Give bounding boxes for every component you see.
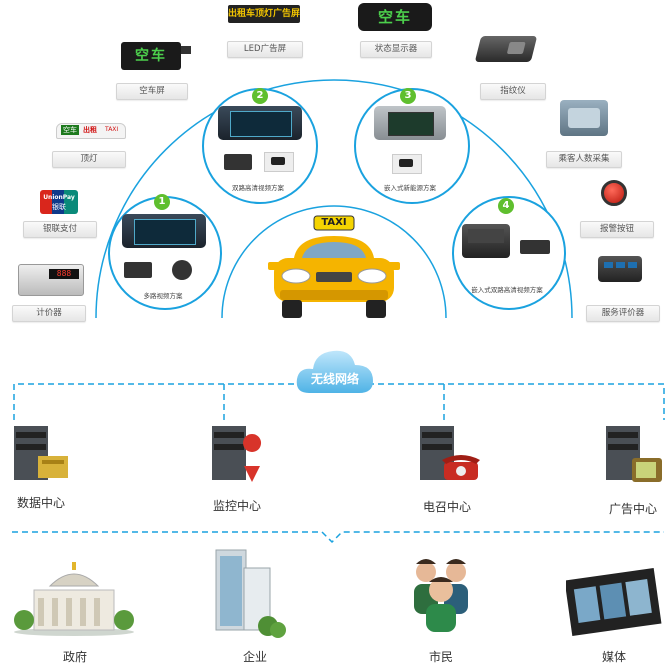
recorder-2a-icon xyxy=(224,154,252,170)
user-label-media: 媒体 xyxy=(601,650,626,664)
cloud-icon xyxy=(296,350,373,393)
solution-caption-4: 嵌入式双路高清视频方案 xyxy=(471,286,543,294)
center-label-data: 数据中心 xyxy=(16,496,65,510)
center-label-monitor: 监控中心 xyxy=(212,499,261,513)
center-label-ad: 广告中心 xyxy=(608,502,657,516)
solution-badge-2: 2 xyxy=(252,88,268,104)
roof-light-text-b: 出租 xyxy=(83,126,97,134)
taxi-sign: TAXI xyxy=(321,217,347,228)
user-label-citizens: 市民 xyxy=(428,650,453,664)
led-screen-device: 出租车顶灯广告屏 xyxy=(228,5,300,23)
camera-4-icon xyxy=(520,240,550,254)
empty-screen-mount xyxy=(181,46,191,54)
solution-badge-3: 3 xyxy=(400,88,416,104)
unionpay-logo-text: UnionPay xyxy=(43,194,75,201)
monitor-center-server-icon xyxy=(212,426,262,482)
camera-3-icon xyxy=(392,154,422,174)
user-label-government: 政府 xyxy=(62,650,87,664)
media-film-icon xyxy=(566,568,662,636)
solution-circle-3 xyxy=(354,88,470,204)
arc-lines xyxy=(95,79,573,319)
solution-caption-3: 嵌入式新能源方案 xyxy=(384,184,436,192)
government-building-icon xyxy=(14,562,134,636)
empty-screen-device: 空车 xyxy=(121,42,181,70)
taxi-meter-device: 888 xyxy=(18,264,84,296)
unionpay-label: 银联支付 xyxy=(23,221,97,238)
solution-caption-2: 双路高清视频方案 xyxy=(232,184,284,192)
status-display-text: 空车 xyxy=(377,8,412,26)
fingerprint-label: 指纹仪 xyxy=(480,83,546,100)
alarm-button-label: 报警按钮 xyxy=(580,221,654,238)
meter-label: 计价器 xyxy=(12,305,86,322)
meter-reading: 888 xyxy=(49,269,79,279)
unionpay-logo-text-cn: 银联 xyxy=(52,203,66,211)
led-screen-text: 出租车顶灯广告屏 xyxy=(228,9,301,19)
divider-line xyxy=(12,531,664,544)
dvr-unit-2-icon xyxy=(218,106,302,140)
solution-caption-1: 多路视频方案 xyxy=(143,292,183,300)
camera-2b-icon xyxy=(264,152,294,172)
enterprise-building-icon xyxy=(215,549,286,638)
status-display-device: 空车 xyxy=(358,3,432,31)
roof-light-text-a: 空车 xyxy=(61,125,79,135)
solution-badge-4: 4 xyxy=(498,198,514,214)
alarm-button-icon xyxy=(601,180,627,206)
data-center-server-icon xyxy=(14,426,68,480)
status-display-label: 状态显示器 xyxy=(360,41,432,58)
citizens-group-icon xyxy=(414,559,468,632)
led-screen-label: LED广告屏 xyxy=(227,41,303,58)
dvr-unit-1-icon xyxy=(122,214,206,248)
empty-screen-label: 空车屏 xyxy=(116,83,188,100)
roof-light-label: 顶灯 xyxy=(52,151,126,168)
center-label-call: 电召中心 xyxy=(422,500,471,514)
passenger-counter-icon xyxy=(560,100,608,136)
service-rating-label: 服务评价器 xyxy=(586,305,660,322)
service-rating-device xyxy=(598,256,642,282)
taxi-car-icon xyxy=(268,215,400,318)
ad-center-server-icon xyxy=(606,426,662,482)
unionpay-logo-icon: UnionPay 银联 xyxy=(40,190,78,214)
passenger-count-label: 乘客人数采集 xyxy=(546,151,622,168)
user-label-enterprise: 企业 xyxy=(242,650,267,664)
roof-light-device: 空车 出租 TAXI xyxy=(56,123,126,139)
embedded-unit-3-icon xyxy=(374,106,446,140)
empty-screen-text: 空车 xyxy=(135,48,167,64)
fingerprint-icon xyxy=(474,36,538,62)
embedded-unit-4-icon xyxy=(462,224,510,258)
recorder-1a-icon xyxy=(124,262,152,278)
solution-badge-1: 1 xyxy=(154,194,170,210)
call-center-server-icon xyxy=(420,426,480,480)
network-label: 无线网络 xyxy=(310,372,359,386)
dome-camera-1-icon xyxy=(172,260,192,280)
roof-light-text-c: TAXI xyxy=(105,126,119,133)
